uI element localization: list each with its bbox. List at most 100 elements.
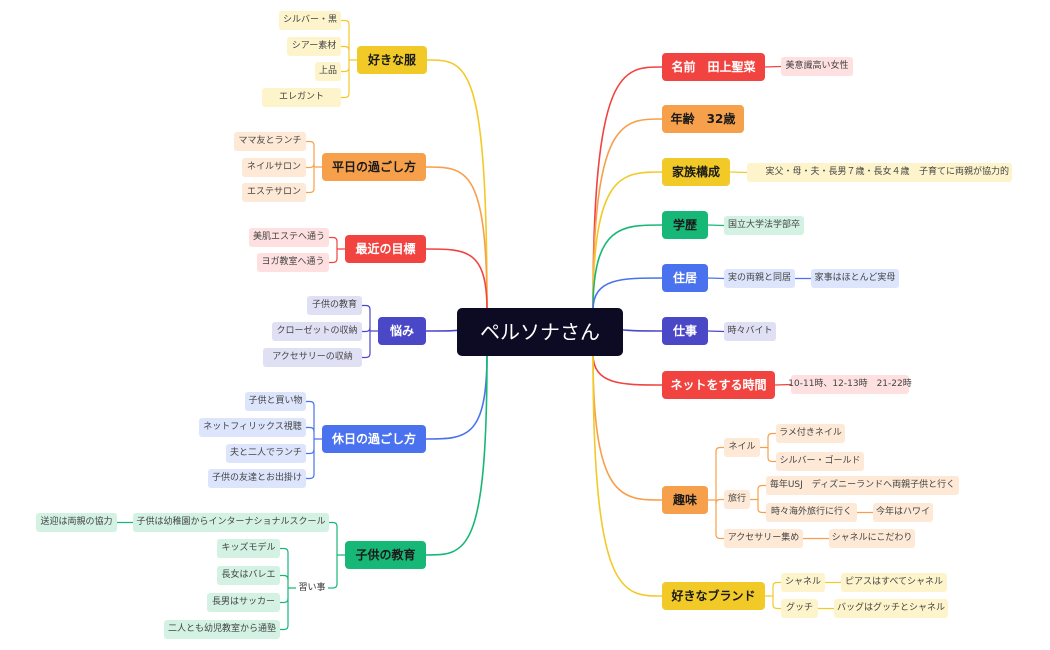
node-weekday-esthe-salon[interactable]: エステサロン (242, 183, 306, 202)
node-job-part-time[interactable]: 時々バイト (724, 322, 776, 341)
edge-root-node-education (592, 224, 663, 311)
node-net-time-times[interactable]: 10-11時、12-13時 21-22時 (788, 375, 912, 394)
node-child-education[interactable]: 子供の教育 (345, 541, 426, 569)
edge-root-node-goal (425, 248, 488, 311)
node-name-beauty[interactable]: 美意識高い女性 (781, 57, 853, 76)
node-hobby[interactable]: 趣味 (662, 486, 708, 514)
edge-hobby-travel-branch-1 (757, 507, 767, 514)
edge-education-university (707, 224, 725, 227)
node-weekday[interactable]: 平日の過ごし方 (322, 153, 426, 181)
edge-hobby-branch-1 (715, 498, 725, 505)
edge-clothes-branch-1 (340, 45, 350, 52)
node-hobby-hawaii[interactable]: 今年はハワイ (873, 503, 933, 522)
node-worry[interactable]: 悩み (378, 317, 426, 345)
edge-hobby-nail-branch-0 (767, 432, 777, 439)
edge-child-education-branch-1 (327, 583, 338, 589)
edge-hobby-travel-branch-0 (757, 484, 767, 491)
edge-weekday-branch-1 (305, 162, 315, 169)
node-goal[interactable]: 最近の目標 (345, 235, 426, 263)
edge-root-node-name (592, 66, 663, 311)
node-holiday[interactable]: 休日の過ごし方 (322, 425, 426, 453)
edge-worry-branch-0 (361, 304, 371, 311)
node-hobby-accessory[interactable]: アクセサリー集め (724, 529, 803, 548)
node-hobby-silver-gold[interactable]: シルバー・ゴールド (776, 452, 864, 471)
node-family[interactable]: 家族構成 (662, 158, 730, 186)
edge-root-node-family (592, 171, 663, 311)
node-brand-gucci[interactable]: グッチ (781, 599, 818, 618)
edge-root-node-brand (592, 353, 663, 597)
node-education-university[interactable]: 国立大学法学部卒 (724, 216, 804, 235)
edge-holiday-branch-1 (305, 426, 315, 433)
node-child-education-lessons[interactable]: 習い事 (296, 580, 328, 596)
edge-root-node-child-education (425, 353, 488, 556)
node-child-education-ballet[interactable]: 長女はバレエ (217, 566, 280, 585)
node-family-support[interactable]: 子育てに両親が協力的 (916, 163, 1012, 182)
node-brand-bags[interactable]: バッグはグッチとシャネル (834, 599, 948, 618)
edge-hobby-branch-0 (715, 446, 725, 453)
node-child-education-international[interactable]: 子供は幼稚園からインターナショナルスクール (133, 513, 329, 532)
node-child-education-pickup[interactable]: 送迎は両親の協力 (36, 513, 117, 532)
node-holiday-lunch-husband[interactable]: 夫と二人でランチ (226, 444, 306, 463)
node-holiday-netflix[interactable]: ネットフィリックス視聴 (199, 418, 306, 437)
node-brand-earrings[interactable]: ピアスはすべてシャネル (841, 573, 947, 592)
edge-child-lessons-branch-0 (279, 547, 289, 554)
node-age[interactable]: 年齢 32歳 (662, 105, 744, 133)
node-brand-chanel[interactable]: シャネル (781, 573, 825, 592)
edge-root-node-hobby (592, 353, 663, 501)
node-hobby-lame-nail[interactable]: ラメ付きネイル (776, 424, 845, 443)
node-worry-closet[interactable]: クローゼットの収納 (272, 322, 362, 341)
edge-clothes-branch-2 (340, 66, 350, 73)
node-child-education-kids-model[interactable]: キッズモデル (217, 539, 280, 558)
root-node[interactable]: ペルソナさん (457, 308, 623, 356)
edge-worry-branch-1 (361, 326, 371, 333)
node-child-education-soccer[interactable]: 長男はサッカー (207, 593, 280, 612)
node-clothes-elegant-quality[interactable]: 上品 (315, 62, 341, 81)
node-hobby-chanel-particular[interactable]: シャネルにこだわり (829, 529, 915, 548)
node-clothes[interactable]: 好きな服 (357, 46, 427, 74)
node-goal-esthe[interactable]: 美肌エステへ通う (249, 228, 329, 247)
edge-root-node-age (592, 118, 663, 311)
edge-goal-branch-1 (328, 257, 338, 264)
node-weekday-nail-salon[interactable]: ネイルサロン (242, 158, 306, 177)
edge-root-node-residence (592, 277, 663, 311)
node-name[interactable]: 名前 田上聖菜 (662, 53, 765, 81)
node-worry-accessory[interactable]: アクセサリーの収納 (263, 348, 362, 367)
node-child-education-preschool[interactable]: 二人とも幼児教室から通塾 (164, 620, 280, 639)
edge-clothes-branch-0 (340, 19, 350, 26)
edge-root-node-clothes (426, 59, 488, 311)
node-hobby-travel[interactable]: 旅行 (724, 490, 750, 509)
edge-clothes-branch-3 (340, 92, 350, 99)
node-goal-yoga[interactable]: ヨガ教室へ通う (257, 253, 329, 272)
node-education[interactable]: 学歴 (662, 211, 708, 239)
node-clothes-silver-black[interactable]: シルバー・黒 (279, 11, 341, 30)
node-clothes-elegant[interactable]: エレガント (262, 88, 341, 107)
node-holiday-shopping[interactable]: 子供と買い物 (245, 392, 306, 411)
node-net-time[interactable]: ネットをする時間 (662, 371, 775, 399)
node-weekday-lunch[interactable]: ママ友とランチ (234, 132, 306, 151)
node-hobby-nail[interactable]: ネイル (724, 438, 760, 457)
node-brand[interactable]: 好きなブランド (662, 582, 765, 610)
edge-brand-branch-0 (772, 581, 782, 588)
edge-hobby-nail-branch-1 (767, 456, 777, 463)
edge-residence-parents (707, 277, 725, 280)
edge-child-lessons-branch-1 (279, 574, 289, 581)
edge-weekday-branch-0 (305, 140, 315, 147)
edge-hobby-branch-2 (715, 533, 725, 540)
node-hobby-overseas[interactable]: 時々海外旅行に行く (766, 503, 857, 522)
edge-root-node-net-time (592, 353, 663, 386)
edge-holiday-branch-0 (305, 400, 315, 407)
node-family-members[interactable]: 実父・母・夫・長男７歳・長女４歳 (747, 163, 928, 182)
node-clothes-sheer[interactable]: シアー素材 (287, 37, 341, 56)
edge-goal-branch-0 (328, 236, 338, 243)
edge-job-part-time (707, 330, 725, 333)
node-hobby-usj[interactable]: 毎年USJ ディズニーランドへ両親子供と行く (766, 476, 959, 495)
node-residence[interactable]: 住居 (662, 264, 708, 292)
edge-family-members (729, 171, 748, 174)
node-worry-child-edu[interactable]: 子供の教育 (307, 296, 362, 315)
edge-holiday-branch-2 (305, 448, 315, 455)
node-job[interactable]: 仕事 (662, 317, 708, 345)
node-residence-housework[interactable]: 家事はほとんど実母 (811, 269, 899, 288)
node-holiday-outing[interactable]: 子供の友達とお出掛け (208, 469, 306, 488)
node-residence-parents[interactable]: 実の両親と同居 (724, 269, 795, 288)
